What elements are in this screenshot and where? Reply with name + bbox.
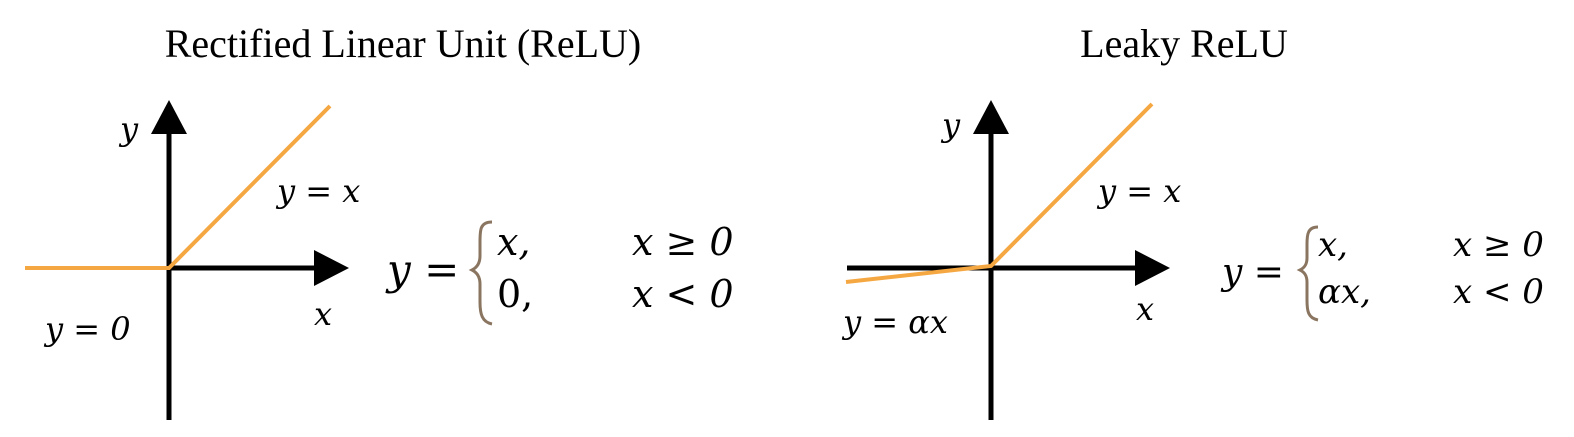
leaky-y-axis-arrowhead [973,100,1009,134]
leaky-case1-condition: x ≥ 0 [1453,225,1544,265]
leaky-formula-lhs: y = [1220,252,1284,293]
leaky-x-axis-arrowhead [1135,250,1170,286]
relu-case2-value: 0, [497,272,533,316]
leaky-relu-panel: Leaky ReLU y x y = x y = αx y = x, x ≥ 0… [841,21,1544,420]
relu-negative-label: y = 0 [43,310,131,348]
relu-title: Rectified Linear Unit (ReLU) [165,21,641,66]
leaky-case2-value: αx, [1318,272,1371,312]
leaky-x-axis-label: x [1136,290,1154,328]
relu-formula-lhs: y = [385,245,459,294]
leaky-y-axis-label: y [940,106,961,144]
leaky-curve [845,102,1154,284]
leaky-case1-value: x, [1318,225,1348,265]
leaky-brace [1296,225,1319,322]
relu-brace [468,220,493,326]
leaky-case2-condition: x < 0 [1453,272,1544,312]
relu-x-axis-label: x [314,295,332,333]
relu-positive-label: y = x [275,172,360,210]
relu-x-axis-arrowhead [314,250,349,286]
relu-case2-condition: x < 0 [632,272,734,316]
leaky-title: Leaky ReLU [1080,21,1288,66]
relu-case1-condition: x ≥ 0 [632,220,734,264]
relu-case1-value: x, [497,220,531,264]
relu-y-axis-label: y [118,110,139,148]
leaky-positive-label: y = x [1096,172,1181,210]
relu-curve [25,104,332,270]
relu-y-axis-arrowhead [151,100,187,134]
relu-panel: Rectified Linear Unit (ReLU) y x y = x y… [25,21,734,420]
leaky-negative-label: y = αx [841,303,948,341]
